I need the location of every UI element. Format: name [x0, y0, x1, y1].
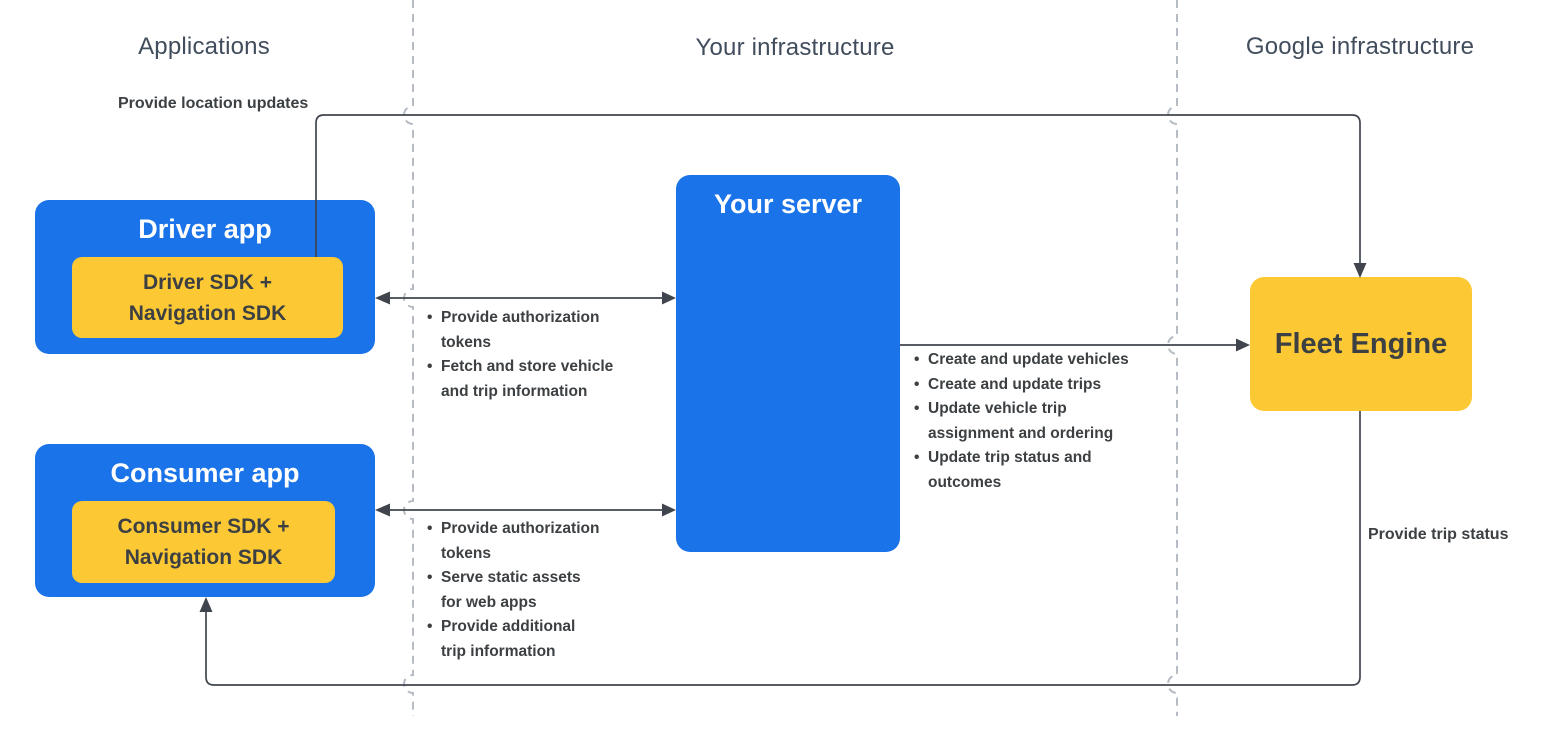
- column-header-google-infrastructure: Google infrastructure: [1245, 33, 1475, 60]
- edge-label-trip-status: Provide trip status: [1368, 526, 1509, 543]
- arrowhead-up-icon: [199, 597, 213, 612]
- bullet-dot: [427, 566, 441, 615]
- bullet-dot: [427, 306, 441, 355]
- arrowhead-right-icon: [662, 291, 676, 305]
- driver-app-title: Driver app: [138, 214, 272, 244]
- bullet-dot: [914, 446, 928, 495]
- bullet-dot: [427, 615, 441, 664]
- divider-applications-infra: [403, 0, 414, 716]
- edge-notes-server-fleet: Create and update vehicles Create and up…: [914, 348, 1194, 495]
- list-item: Provide authorization tokens: [427, 306, 677, 355]
- list-item: Provide authorization tokens: [427, 517, 677, 566]
- bullet-dot: [914, 348, 928, 373]
- list-item: Create and update trips: [914, 373, 1194, 398]
- column-header-your-infrastructure: Your infrastructure: [695, 34, 895, 61]
- bullet-dot: [914, 397, 928, 446]
- edge-notes-consumer-server: Provide authorization tokens Serve stati…: [427, 517, 677, 664]
- arrowhead-left-icon: [375, 291, 390, 305]
- arrowhead-left-icon: [375, 503, 390, 517]
- your-server-title: Your server: [713, 189, 863, 219]
- bullet-dot: [427, 355, 441, 404]
- list-item: Provide additional trip information: [427, 615, 677, 664]
- arrowhead-down-icon: [1353, 263, 1367, 278]
- column-header-applications: Applications: [138, 33, 270, 60]
- driver-sdk-node: Driver SDK + Navigation SDK: [72, 257, 343, 338]
- consumer-app-title: Consumer app: [110, 458, 300, 488]
- edge-notes-driver-server: Provide authorization tokens Fetch and s…: [427, 306, 677, 404]
- list-item: Create and update vehicles: [914, 348, 1194, 373]
- list-item: Update trip status and outcomes: [914, 446, 1194, 495]
- bullet-dot: [914, 373, 928, 398]
- bullet-dot: [427, 517, 441, 566]
- fleet-engine-node: Fleet Engine: [1250, 277, 1472, 411]
- list-item: Update vehicle trip assignment and order…: [914, 397, 1194, 446]
- arrowhead-right-icon: [1236, 338, 1250, 352]
- arrowhead-right-icon: [662, 503, 676, 517]
- consumer-sdk-node: Consumer SDK + Navigation SDK: [72, 501, 335, 583]
- your-server-node: Your server: [676, 175, 900, 552]
- fleet-engine-title: Fleet Engine: [1274, 327, 1448, 360]
- list-item: Fetch and store vehicle and trip informa…: [427, 355, 677, 404]
- list-item: Serve static assets for web apps: [427, 566, 677, 615]
- edge-label-location-updates: Provide location updates: [118, 95, 309, 112]
